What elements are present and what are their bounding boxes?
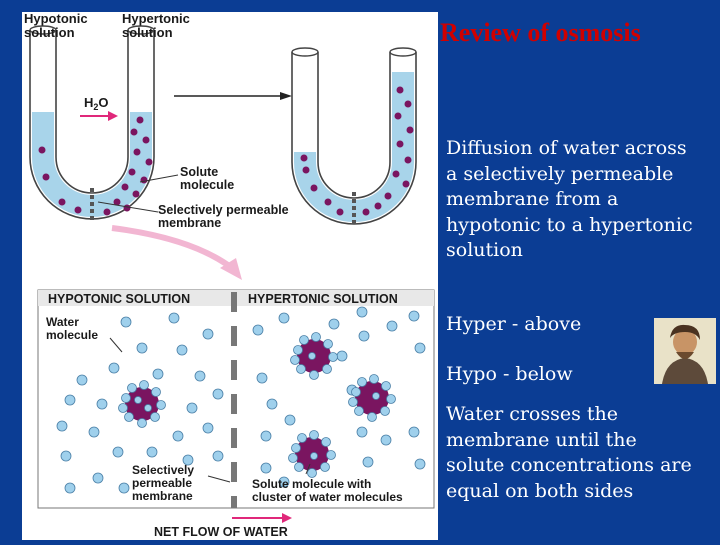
- hypertonic-header: HYPERTONIC SOLUTION: [248, 292, 398, 306]
- net-flow-arrow: [232, 513, 292, 523]
- water-flow-arrow: [80, 111, 118, 121]
- hyper-note: Hyper - above: [446, 313, 582, 335]
- time-arrow: [174, 92, 292, 100]
- zoom-arrow: [111, 225, 242, 280]
- portrait-image: [654, 318, 716, 384]
- osmosis-diagram: H2O: [29, 25, 435, 539]
- net-flow-label: NET FLOW OF WATER: [154, 525, 288, 539]
- hypotonic-header: HYPOTONIC SOLUTION: [48, 292, 190, 306]
- water-formula: H2O: [84, 95, 109, 112]
- u-tube-initial: [29, 25, 155, 220]
- u-tube-equilibrium: [291, 47, 417, 225]
- slide-title: Review of osmosis: [440, 18, 641, 47]
- diagram-panel: H2O: [22, 12, 438, 540]
- solute-clusters: [118, 332, 396, 478]
- hypo-note: Hypo - below: [446, 363, 573, 385]
